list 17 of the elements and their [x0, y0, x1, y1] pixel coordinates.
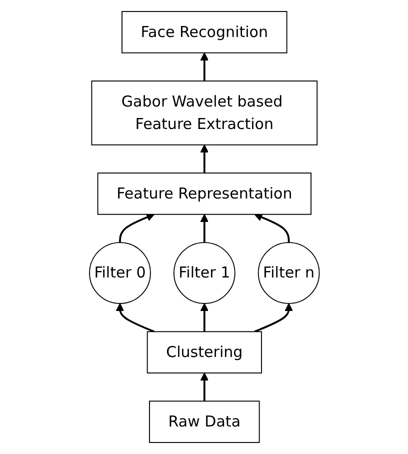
arrow [118, 213, 154, 243]
node-circle: Filter 0 [88, 242, 151, 304]
arrow [200, 214, 208, 243]
node-box: Raw Data [148, 400, 260, 443]
node-circle: Filter 1 [173, 242, 235, 304]
arrow [200, 372, 208, 402]
arrow [115, 303, 154, 333]
arrow [254, 303, 293, 333]
arrow [200, 144, 208, 174]
arrow [200, 52, 208, 81]
arrow [200, 303, 208, 332]
arrow [254, 213, 290, 243]
node-box: Face Recognition [121, 11, 287, 54]
node-box: Feature Representation [96, 172, 312, 215]
node-box: Clustering [146, 331, 262, 374]
node-circle: Filter n [258, 242, 320, 304]
node-box: Gabor Wavelet based Feature Extraction [90, 80, 318, 146]
